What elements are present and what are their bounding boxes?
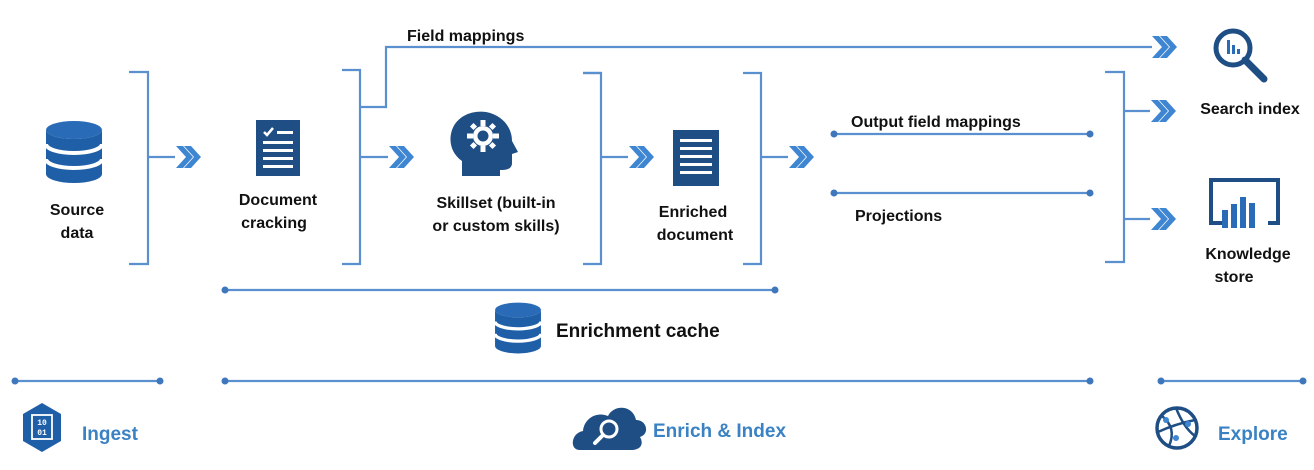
enrich-end-dot: [1086, 377, 1094, 385]
dashboard-chart-icon: [1209, 178, 1280, 228]
ingest-end-dot: [156, 377, 164, 385]
cache-line-start-dot: [221, 286, 229, 294]
source-data-label-line2: data: [61, 225, 94, 242]
output-field-mappings-label: Output field mappings: [851, 114, 1021, 131]
svg-text:01: 01: [37, 429, 47, 438]
cloud-search-icon: [572, 407, 647, 450]
document-icon: [673, 130, 719, 186]
document-cracking-label-line1: Document: [239, 192, 318, 209]
enriched-bracket: [743, 71, 763, 266]
projections-end-dot: [1086, 189, 1094, 197]
chevron-skillset-icon: [629, 146, 654, 168]
enriched-document-label-line2: document: [657, 227, 734, 244]
skillset-label-line2: or custom skills): [432, 218, 559, 235]
binary-hexagon-icon: 10 01: [23, 403, 61, 452]
field-mappings-label: Field mappings: [407, 28, 524, 45]
document-cracking-label-line2: cracking: [241, 215, 307, 232]
outputs-bracket: [1105, 70, 1126, 264]
explore-start-dot: [1157, 377, 1165, 385]
enrich-start-dot: [221, 377, 229, 385]
chevron-cracking-icon: [389, 146, 414, 168]
enrichment-cache-label: Enrichment cache: [556, 321, 720, 342]
ingest-start-dot: [11, 377, 19, 385]
database-icon: [44, 119, 104, 185]
source-data-label-line1: Source: [50, 202, 104, 219]
explore-end-dot: [1299, 377, 1307, 385]
globe-network-icon: [1155, 406, 1199, 450]
chevron-enriched-icon: [789, 146, 814, 168]
svg-text:10: 10: [37, 419, 47, 428]
head-gear-icon: [450, 111, 518, 176]
cache-database-icon: [493, 300, 543, 356]
projections-start-dot: [830, 189, 838, 197]
enriched-document-label-line1: Enriched: [659, 204, 727, 221]
projections-label: Projections: [855, 208, 942, 225]
checklist-document-icon: [256, 120, 300, 176]
output-field-mappings-end-dot: [1086, 130, 1094, 138]
skillset-bracket: [583, 71, 603, 266]
chevron-knowledge-store-icon: [1151, 208, 1176, 230]
chevron-search-index-icon: [1151, 100, 1176, 122]
magnifier-chart-icon: [1213, 28, 1268, 83]
source-bracket: [129, 70, 150, 266]
explore-stage-label: Explore: [1218, 424, 1288, 445]
search-index-label: Search index: [1200, 101, 1300, 118]
ingest-stage-label: Ingest: [82, 424, 139, 445]
cache-line-end-dot: [771, 286, 779, 294]
knowledge-store-label-line2: store: [1214, 269, 1253, 286]
enrich-index-stage-label: Enrich & Index: [653, 421, 786, 442]
output-field-mappings-start-dot: [830, 130, 838, 138]
knowledge-store-label-line1: Knowledge: [1205, 246, 1290, 263]
skillset-label-line1: Skillset (built-in: [436, 195, 555, 212]
chevron-source-icon: [176, 146, 201, 168]
field-mappings-line: [360, 45, 1152, 109]
cracking-bracket: [342, 68, 362, 266]
chevron-field-mappings-icon: [1152, 36, 1177, 58]
